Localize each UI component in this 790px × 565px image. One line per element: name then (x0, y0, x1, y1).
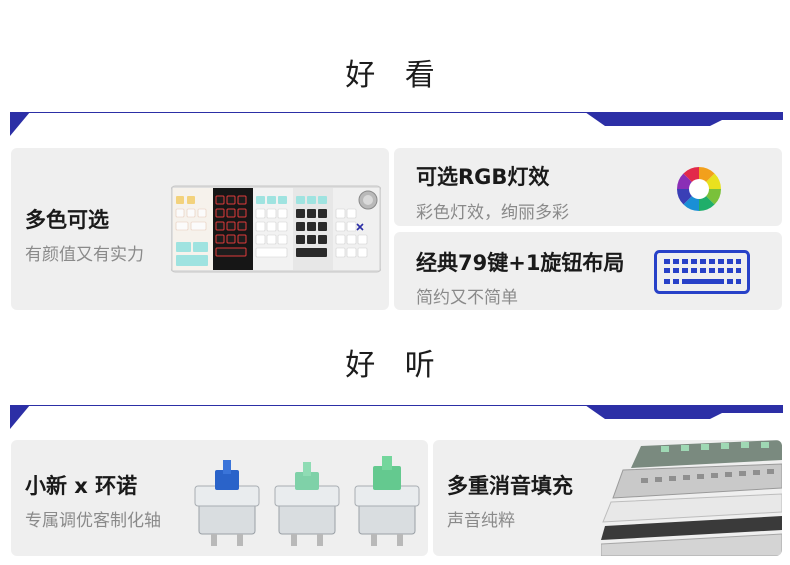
card-title: 可选RGB灯效 (416, 165, 550, 189)
card-subtitle: 专属调优客制化轴 (25, 511, 161, 531)
feature-card-layout: 经典79键+1旋钮布局 简约又不简单 (394, 232, 782, 310)
card-title: 多色可选 (25, 208, 109, 232)
section-heading-sound: 好 听 (345, 348, 445, 383)
card-subtitle: 有颜值又有实力 (25, 245, 144, 265)
keyboard-colorways-image (171, 185, 381, 273)
section-heading-looks: 好 看 (345, 58, 445, 93)
card-subtitle: 声音纯粹 (447, 511, 515, 531)
card-subtitle: 简约又不简单 (416, 288, 518, 308)
switches-image (194, 456, 420, 546)
feature-card-dampening: 多重消音填充 声音纯粹 (433, 440, 782, 556)
section-divider-band (10, 405, 783, 429)
card-title: 小新 x 环诺 (25, 474, 138, 498)
card-title: 多重消音填充 (447, 474, 573, 498)
feature-card-rgb: 可选RGB灯效 彩色灯效，绚丽多彩 (394, 148, 782, 226)
exploded-layers-image (601, 440, 782, 556)
color-wheel-icon (677, 167, 721, 211)
feature-card-switches: 小新 x 环诺 专属调优客制化轴 (11, 440, 428, 556)
card-title: 经典79键+1旋钮布局 (416, 251, 625, 275)
keyboard-icon (654, 250, 750, 294)
feature-card-colorways: 多色可选 有颜值又有实力 (11, 148, 389, 310)
card-subtitle: 彩色灯效，绚丽多彩 (416, 203, 569, 223)
section-divider-band (10, 112, 783, 136)
